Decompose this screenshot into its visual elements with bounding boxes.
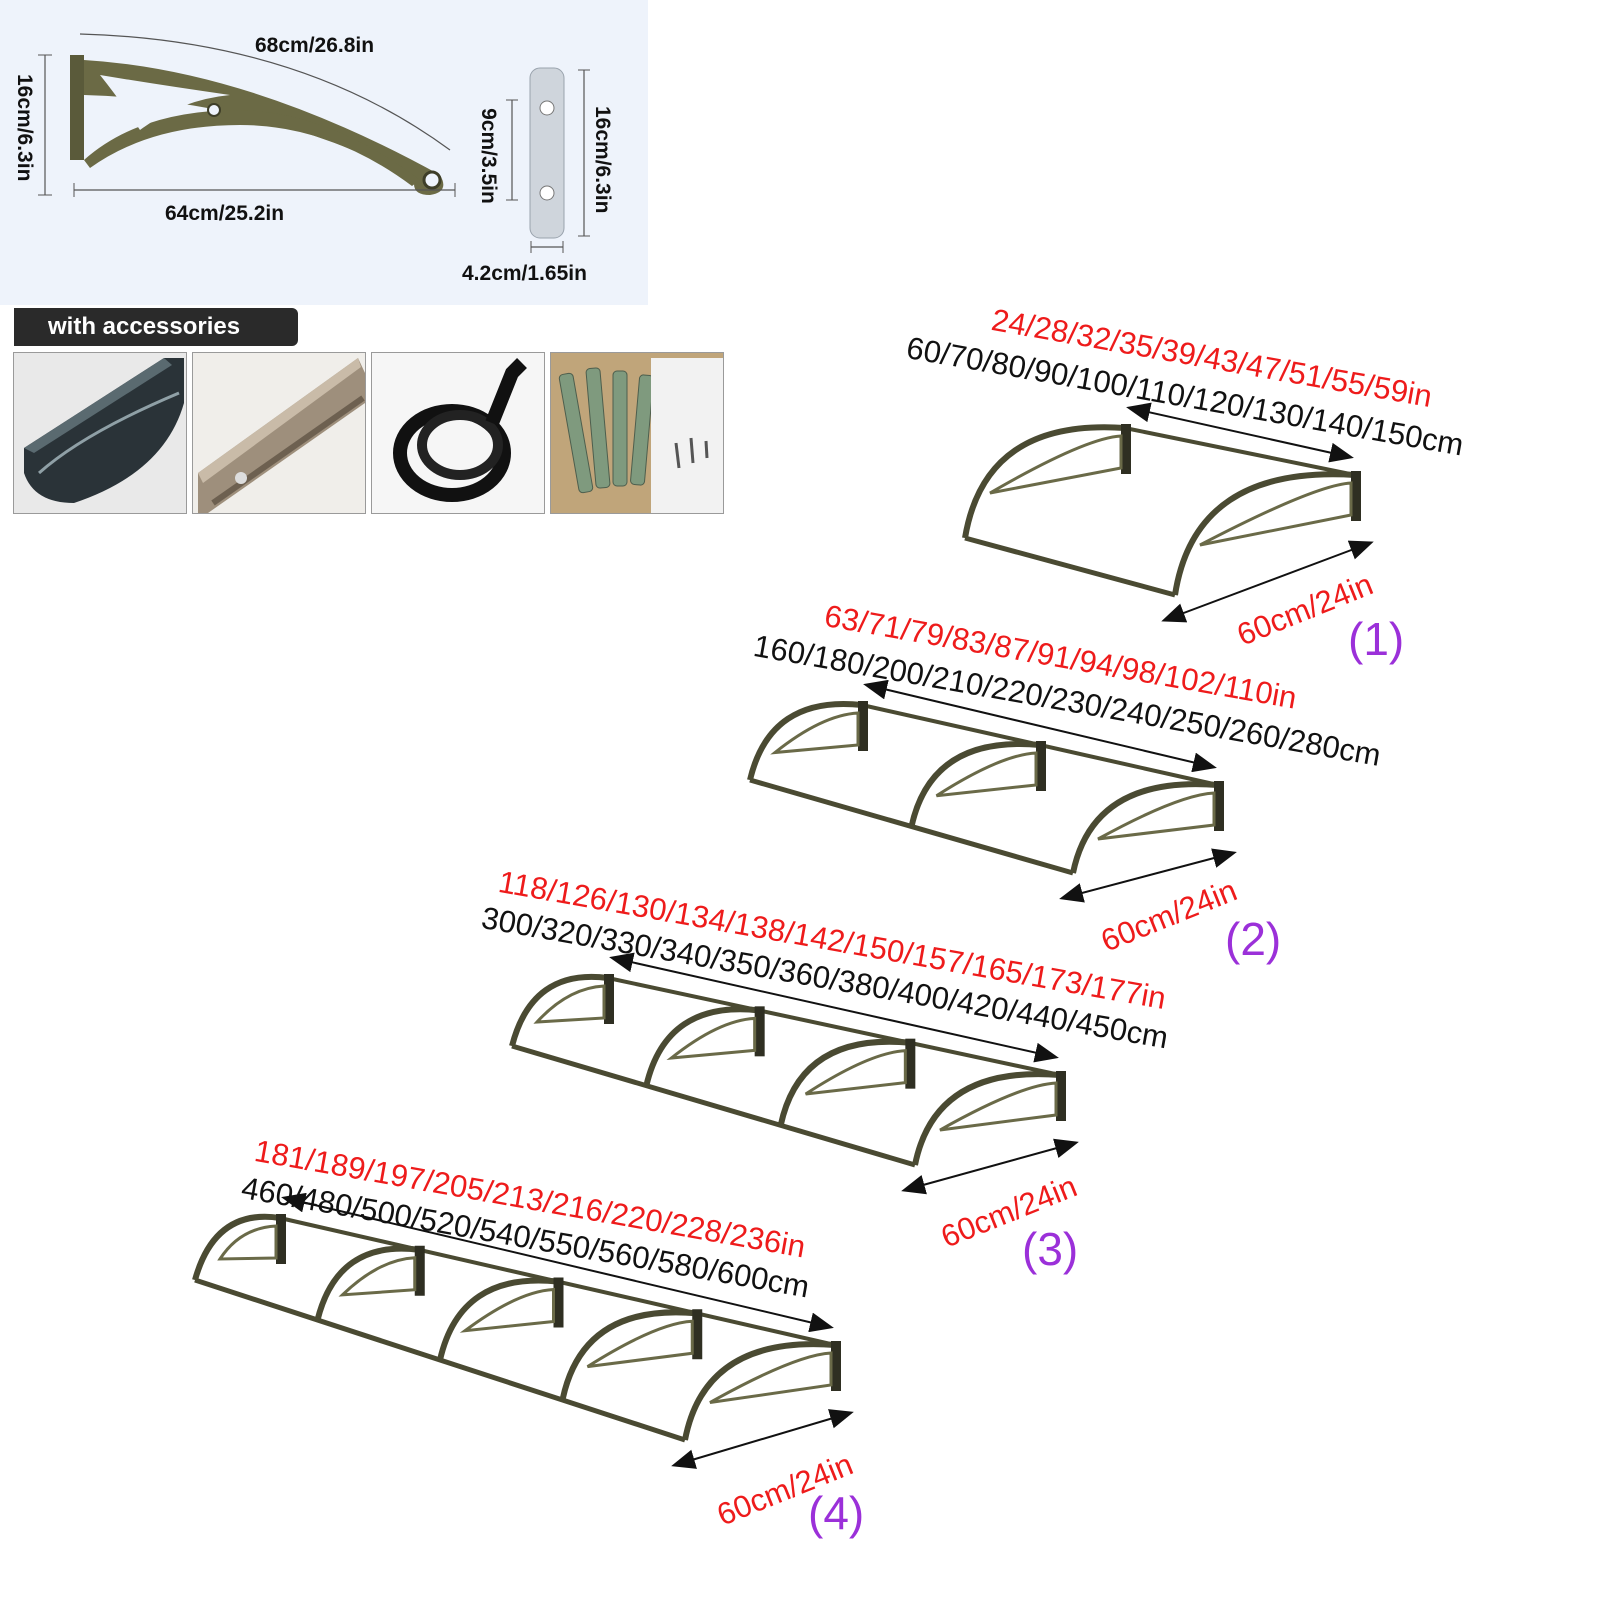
awning-bracket [962, 424, 1126, 539]
aluminum-rail-icon [193, 353, 365, 513]
awning-model-1 [962, 402, 1374, 623]
arc-length-label: 68cm/26.8in [255, 34, 375, 57]
awning-model-4 [192, 1192, 854, 1469]
awning-model-3 [509, 952, 1079, 1195]
plate-width-label: 4.2cm/1.65in [462, 262, 587, 285]
awning-bracket [1172, 471, 1356, 596]
expansion-bolts-icon [551, 353, 723, 513]
accessories-title: with accessories [14, 308, 298, 346]
model-3-number: (3) [1022, 1223, 1079, 1275]
model-4-number: (4) [808, 1487, 865, 1539]
bracket-drawing [38, 33, 590, 253]
bracket-depth-label: 64cm/25.2in [165, 202, 285, 225]
gutter-channel-icon [14, 353, 186, 513]
model-2-number: (2) [1225, 913, 1282, 965]
accessory-seal-strip [371, 352, 545, 514]
accessory-rail [192, 352, 366, 514]
accessory-bolts [550, 352, 724, 514]
bracket-spec-panel: 68cm/26.8in 16cm/6.3in 64cm/25.2in 9cm/3… [0, 0, 648, 305]
awning-bracket [912, 1071, 1061, 1166]
awning-bracket [509, 973, 609, 1047]
awning-bracket [682, 1341, 836, 1441]
awning-bracket [192, 1213, 281, 1281]
model-1-number: (1) [1348, 613, 1405, 665]
accessory-gutter [13, 352, 187, 514]
rubber-seal-strip-icon [372, 353, 544, 513]
bracket-icon [70, 55, 444, 195]
arc-dimension-line [79, 33, 451, 151]
awning-bracket [747, 701, 863, 781]
mounting-plate-icon [529, 67, 565, 239]
awning-model-2 [747, 679, 1237, 903]
